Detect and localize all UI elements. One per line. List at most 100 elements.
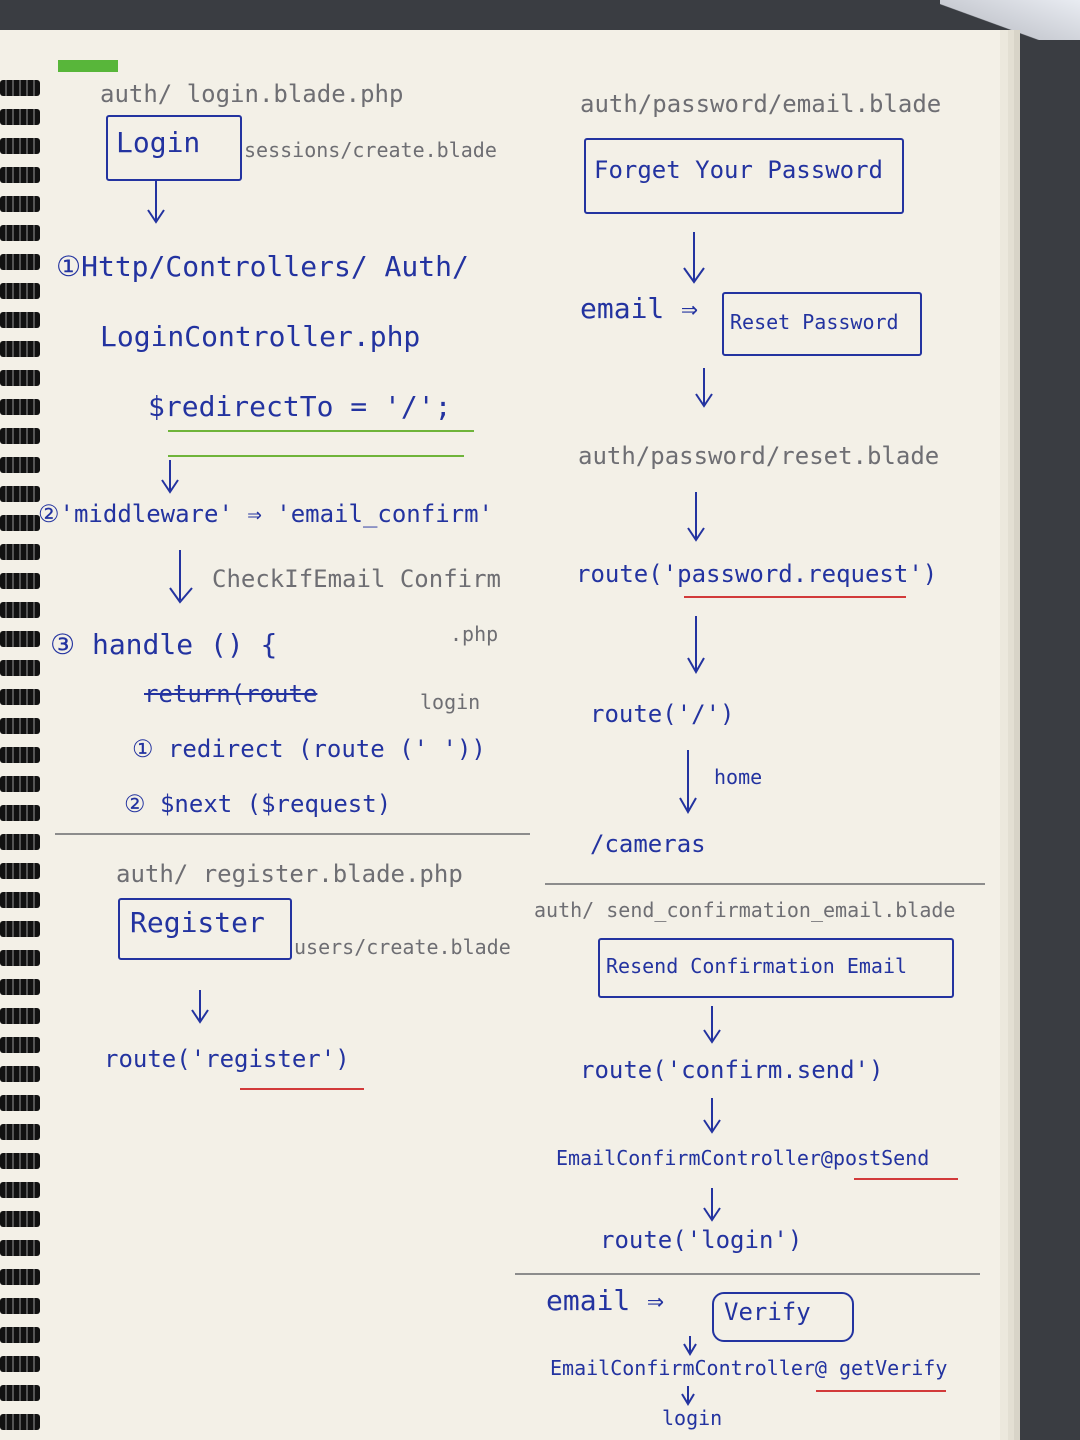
arrow-login-to-step1 bbox=[147, 180, 165, 224]
check-if-email-confirm: CheckIfEmail Confirm bbox=[212, 565, 501, 593]
section-divider-verify bbox=[515, 1273, 980, 1275]
register-box bbox=[118, 898, 292, 960]
green-tab-marker bbox=[58, 60, 118, 72]
spiral-coil bbox=[0, 109, 40, 125]
arrow-step1-to-step2 bbox=[161, 460, 179, 494]
email-input-label: email ⇒ bbox=[580, 292, 699, 325]
home-label: home bbox=[714, 765, 763, 789]
spiral-coil bbox=[0, 660, 40, 676]
spiral-coil bbox=[0, 80, 40, 96]
spiral-coil bbox=[0, 428, 40, 444]
verify-box-label: Verify bbox=[724, 1298, 811, 1326]
spiral-coil bbox=[0, 283, 40, 299]
arrow-register-to-route bbox=[191, 990, 209, 1024]
login-box bbox=[106, 115, 242, 181]
spiral-coil bbox=[0, 1182, 40, 1198]
reset-password-box bbox=[722, 292, 922, 356]
step3-handle: ③ handle () { bbox=[50, 628, 278, 661]
login-blade-path: auth/ login.blade.php bbox=[100, 80, 404, 108]
spiral-coil bbox=[0, 399, 40, 415]
arrow-postsend-to-login bbox=[703, 1188, 721, 1222]
spiral-coil bbox=[0, 892, 40, 908]
spiral-coil bbox=[0, 1124, 40, 1140]
redirect-to-code: $redirectTo = '/'; bbox=[148, 390, 452, 423]
spiral-coil bbox=[0, 486, 40, 502]
spiral-coil bbox=[0, 1153, 40, 1169]
spiral-coil bbox=[0, 1414, 40, 1430]
get-verify-red-underline bbox=[816, 1390, 946, 1392]
spiral-coil bbox=[0, 979, 40, 995]
spiral-coil bbox=[0, 515, 40, 531]
register-route: route('register') bbox=[104, 1045, 350, 1073]
spiral-coil bbox=[0, 1240, 40, 1256]
sessions-create-blade: sessions/create.blade bbox=[244, 138, 497, 162]
green-underline-2 bbox=[168, 455, 464, 457]
spiral-coil bbox=[0, 254, 40, 270]
spiral-coil bbox=[0, 196, 40, 212]
arrow-verify-to-getverify bbox=[683, 1336, 697, 1356]
arrow-request-to-root bbox=[687, 616, 705, 675]
spiral-coil bbox=[0, 805, 40, 821]
spiral-coil bbox=[0, 950, 40, 966]
spiral-coil bbox=[0, 1037, 40, 1053]
users-create-blade: users/create.blade bbox=[294, 935, 511, 959]
arrow-resend-to-send bbox=[703, 1006, 721, 1044]
login-note: login bbox=[420, 690, 481, 714]
password-request-red-underline bbox=[684, 596, 906, 598]
spiral-coil bbox=[0, 573, 40, 589]
next-request: ② $next ($request) bbox=[124, 790, 392, 818]
arrow-root-to-cameras bbox=[679, 750, 697, 815]
register-blade-path: auth/ register.blade.php bbox=[116, 860, 463, 888]
route-confirm-send: route('confirm.send') bbox=[580, 1056, 884, 1084]
spiral-coil bbox=[0, 1269, 40, 1285]
arrow-step2-to-check bbox=[169, 550, 193, 604]
section-divider-right bbox=[545, 883, 985, 885]
verify-email-label: email ⇒ bbox=[546, 1284, 665, 1317]
spiral-coil bbox=[0, 1095, 40, 1111]
arrow-reset-to-blade bbox=[695, 368, 713, 408]
cameras-route: /cameras bbox=[590, 830, 706, 858]
spiral-coil bbox=[0, 747, 40, 763]
spiral-coil bbox=[0, 1327, 40, 1343]
spiral-coil bbox=[0, 225, 40, 241]
green-underline bbox=[168, 430, 474, 432]
arrow-blade-to-request bbox=[687, 492, 705, 542]
login-box-label: Login bbox=[116, 126, 201, 159]
spiral-coil bbox=[0, 138, 40, 154]
spiral-coil bbox=[0, 1298, 40, 1314]
notebook-spiral-binding bbox=[0, 70, 42, 1440]
step1-controller-path: ①Http/Controllers/ Auth/ bbox=[56, 250, 469, 283]
route-root: route('/') bbox=[590, 700, 735, 728]
spiral-coil bbox=[0, 631, 40, 647]
step2-middleware: ②'middleware' ⇒ 'email_confirm' bbox=[38, 500, 493, 528]
route-login: route('login') bbox=[600, 1226, 803, 1254]
post-send-red-underline bbox=[854, 1178, 958, 1180]
resend-confirmation-label: Resend Confirmation Email bbox=[606, 954, 908, 978]
register-red-underline bbox=[240, 1088, 364, 1090]
arrow-getverify-to-login bbox=[681, 1386, 695, 1406]
struck-return-route: return(route bbox=[144, 680, 318, 708]
resend-confirmation-box bbox=[598, 938, 954, 998]
email-blade-path: auth/password/email.blade bbox=[580, 90, 942, 118]
arrow-forget-to-email bbox=[683, 232, 705, 284]
forget-password-box bbox=[584, 138, 904, 214]
spiral-coil bbox=[0, 1066, 40, 1082]
email-confirm-post-send: EmailConfirmController@postSend bbox=[556, 1146, 930, 1170]
spiral-coil bbox=[0, 457, 40, 473]
spiral-coil bbox=[0, 1211, 40, 1227]
spiral-coil bbox=[0, 1008, 40, 1024]
route-password-request: route('password.request') bbox=[576, 560, 938, 588]
flow-arrows bbox=[147, 180, 721, 1406]
spiral-coil bbox=[0, 167, 40, 183]
spiral-coil bbox=[0, 689, 40, 705]
spiral-coil bbox=[0, 370, 40, 386]
php-extension: .php bbox=[450, 622, 499, 646]
spiral-coil bbox=[0, 341, 40, 357]
spiral-coil bbox=[0, 1385, 40, 1401]
spiral-coil bbox=[0, 312, 40, 328]
redirect-route: ① redirect (route (' ')) bbox=[132, 735, 486, 763]
send-confirmation-blade-path: auth/ send_confirmation_email.blade bbox=[534, 898, 956, 922]
spiral-coil bbox=[0, 718, 40, 734]
reset-blade-path: auth/password/reset.blade bbox=[578, 442, 940, 470]
spiral-coil bbox=[0, 863, 40, 879]
